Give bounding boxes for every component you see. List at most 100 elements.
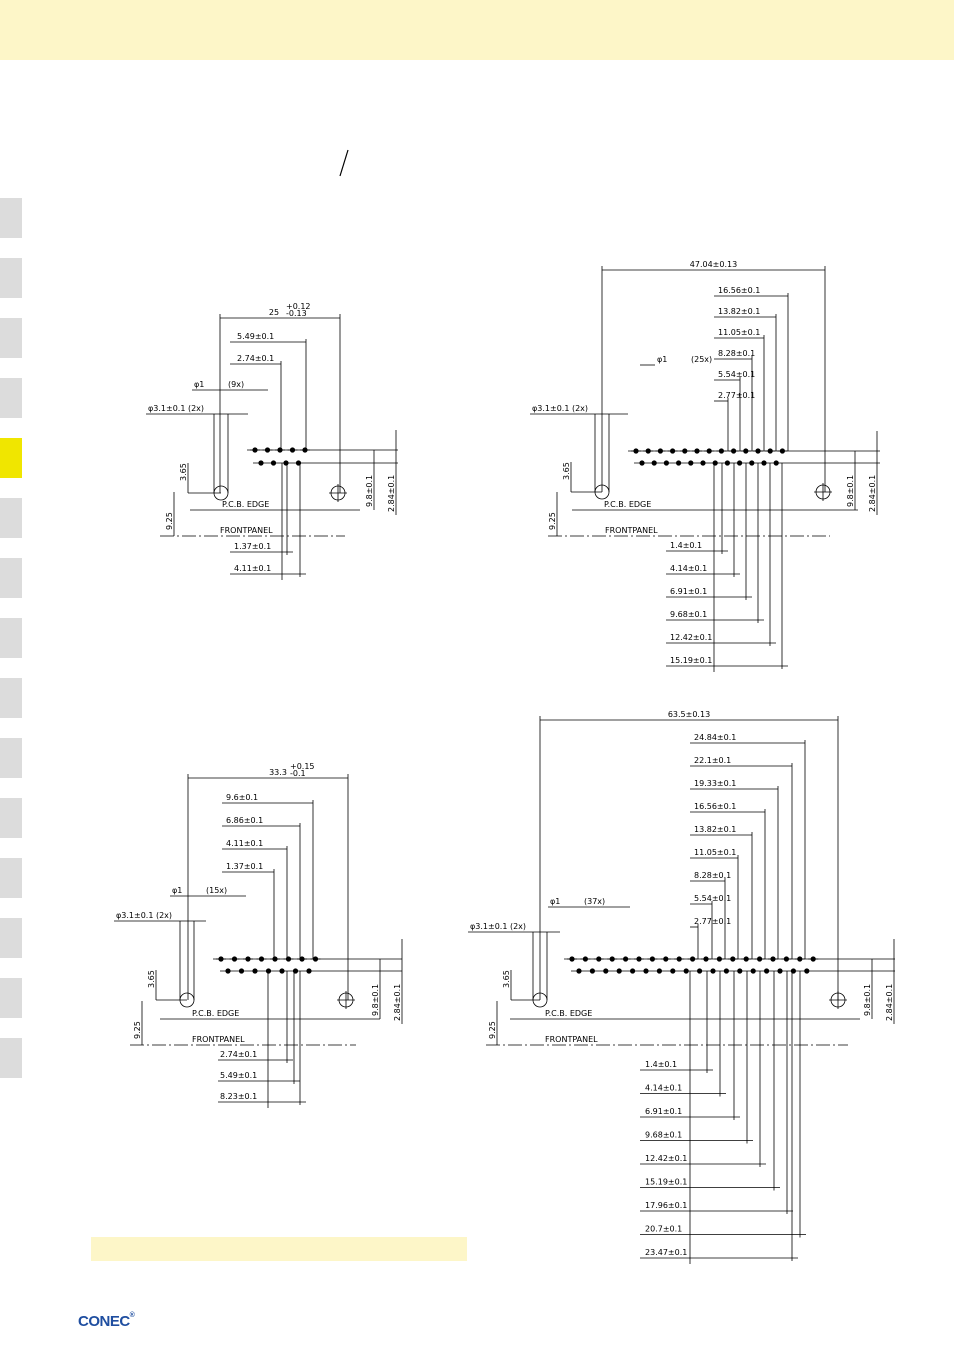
dim-9-8: 9.8±0.1 <box>365 475 374 507</box>
pin-bottom <box>763 968 770 974</box>
pin-bottom <box>761 460 767 466</box>
dim-9-8: 9.8±0.1 <box>371 984 380 1016</box>
bottom-dim-label: 17.96±0.1 <box>645 1201 687 1210</box>
pin-top <box>743 448 749 454</box>
pin-bottom <box>589 968 596 974</box>
pin-top <box>770 956 776 962</box>
bottom-dim-label: 4.14±0.1 <box>645 1084 682 1093</box>
bottom-dim-label: 15.19±0.1 <box>670 656 712 665</box>
pin-top <box>264 447 271 453</box>
side-tab[interactable] <box>0 198 22 238</box>
pin-hole-label: φ1 <box>657 355 667 364</box>
pin-top <box>755 448 761 454</box>
pin-top <box>596 956 602 962</box>
top-dim-label: 2.77±0.1 <box>694 917 731 926</box>
side-tab[interactable] <box>0 258 22 298</box>
pin-bottom <box>749 460 755 466</box>
side-tab[interactable] <box>0 498 22 538</box>
pin-bottom <box>656 968 663 974</box>
pin-top <box>779 448 786 454</box>
side-tab-active[interactable] <box>0 438 22 478</box>
pcb-edge-label: P.C.B. EDGE <box>192 1009 239 1018</box>
pin-bottom <box>279 968 285 974</box>
pin-top <box>783 956 790 962</box>
side-tab[interactable] <box>0 1038 22 1078</box>
top-dim-label: 6.86±0.1 <box>226 816 263 825</box>
pcb-edge-label: P.C.B. EDGE <box>545 1009 592 1018</box>
pin-top <box>767 448 773 454</box>
pin-bottom <box>265 968 272 974</box>
conec-logo: CONEC® <box>78 1312 135 1330</box>
dim-9-25: 9.25 <box>488 1021 497 1039</box>
mount-hole-label: φ3.1±0.1 (2x) <box>148 404 204 413</box>
dim-2-84: 2.84±0.1 <box>885 984 894 1021</box>
frontpanel-label: FRONTPANEL <box>605 526 658 535</box>
pin-bottom <box>576 968 582 974</box>
side-tab[interactable] <box>0 858 22 898</box>
bottom-dim-label: 12.42±0.1 <box>670 633 712 642</box>
side-tab[interactable] <box>0 558 22 598</box>
bottom-dim-label: 4.14±0.1 <box>670 564 707 573</box>
pin-bottom <box>750 968 756 974</box>
pin-count-label: (9x) <box>228 380 244 389</box>
pin-bottom <box>252 968 258 974</box>
pin-bottom <box>225 968 231 974</box>
overall-dim-label: 63.5±0.13 <box>668 710 710 719</box>
side-tab[interactable] <box>0 678 22 718</box>
overall-tol-minus: -0.13 <box>286 309 307 318</box>
pin-top <box>633 448 639 454</box>
bottom-dim-label: 2.74±0.1 <box>220 1050 257 1059</box>
top-dim-label: 2.77±0.1 <box>718 391 755 400</box>
pin-top <box>289 447 296 453</box>
pin-bottom <box>710 968 716 974</box>
pin-bottom <box>670 968 676 974</box>
dim-3-65: 3.65 <box>147 970 156 988</box>
top-dim-label: 13.82±0.1 <box>718 307 760 316</box>
pin-bottom <box>696 968 703 974</box>
dim-2-84: 2.84±0.1 <box>387 475 396 512</box>
mount-hole-label: φ3.1±0.1 (2x) <box>470 922 526 931</box>
top-dim-label: 1.37±0.1 <box>226 862 263 871</box>
pin-bottom <box>643 968 649 974</box>
side-tab[interactable] <box>0 738 22 778</box>
pin-bottom <box>777 968 783 974</box>
pin-bottom <box>629 968 636 974</box>
pin-bottom <box>724 460 731 466</box>
pin-bottom <box>295 460 302 466</box>
top-dim-label: 8.28±0.1 <box>694 871 731 880</box>
side-tab[interactable] <box>0 378 22 418</box>
pin-top <box>569 956 575 962</box>
overall-tol-minus: -0.1 <box>290 769 306 778</box>
pin-top <box>649 956 656 962</box>
side-tab[interactable] <box>0 318 22 358</box>
frontpanel-label: FRONTPANEL <box>192 1035 245 1044</box>
top-dim-label: 11.05±0.1 <box>694 848 736 857</box>
pin-top <box>302 447 308 453</box>
pin-top <box>756 956 763 962</box>
pin-top <box>718 448 725 454</box>
pin-top <box>730 956 736 962</box>
top-dim-label: 4.11±0.1 <box>226 839 263 848</box>
dim-3-65: 3.65 <box>502 970 511 988</box>
bottom-dim-label: 23.47±0.1 <box>645 1248 687 1257</box>
mount-hole-label: φ3.1±0.1 (2x) <box>532 404 588 413</box>
side-tab[interactable] <box>0 798 22 838</box>
pin-bottom <box>736 460 743 466</box>
overall-dim-label: 25 <box>269 308 279 317</box>
top-dim-label: 22.1±0.1 <box>694 756 731 765</box>
dim-9-25: 9.25 <box>165 512 174 530</box>
bottom-dim-label: 6.91±0.1 <box>645 1107 682 1116</box>
bottom-dim-label: 4.11±0.1 <box>234 564 271 573</box>
pin-bottom <box>723 968 730 974</box>
side-tab[interactable] <box>0 978 22 1018</box>
pin-hole-label: φ1 <box>194 380 204 389</box>
pin-bottom <box>651 460 657 466</box>
pcb-edge-label: P.C.B. EDGE <box>222 500 269 509</box>
side-tab[interactable] <box>0 618 22 658</box>
pin-top <box>730 448 737 454</box>
header-band <box>0 0 954 60</box>
side-tab[interactable] <box>0 918 22 958</box>
